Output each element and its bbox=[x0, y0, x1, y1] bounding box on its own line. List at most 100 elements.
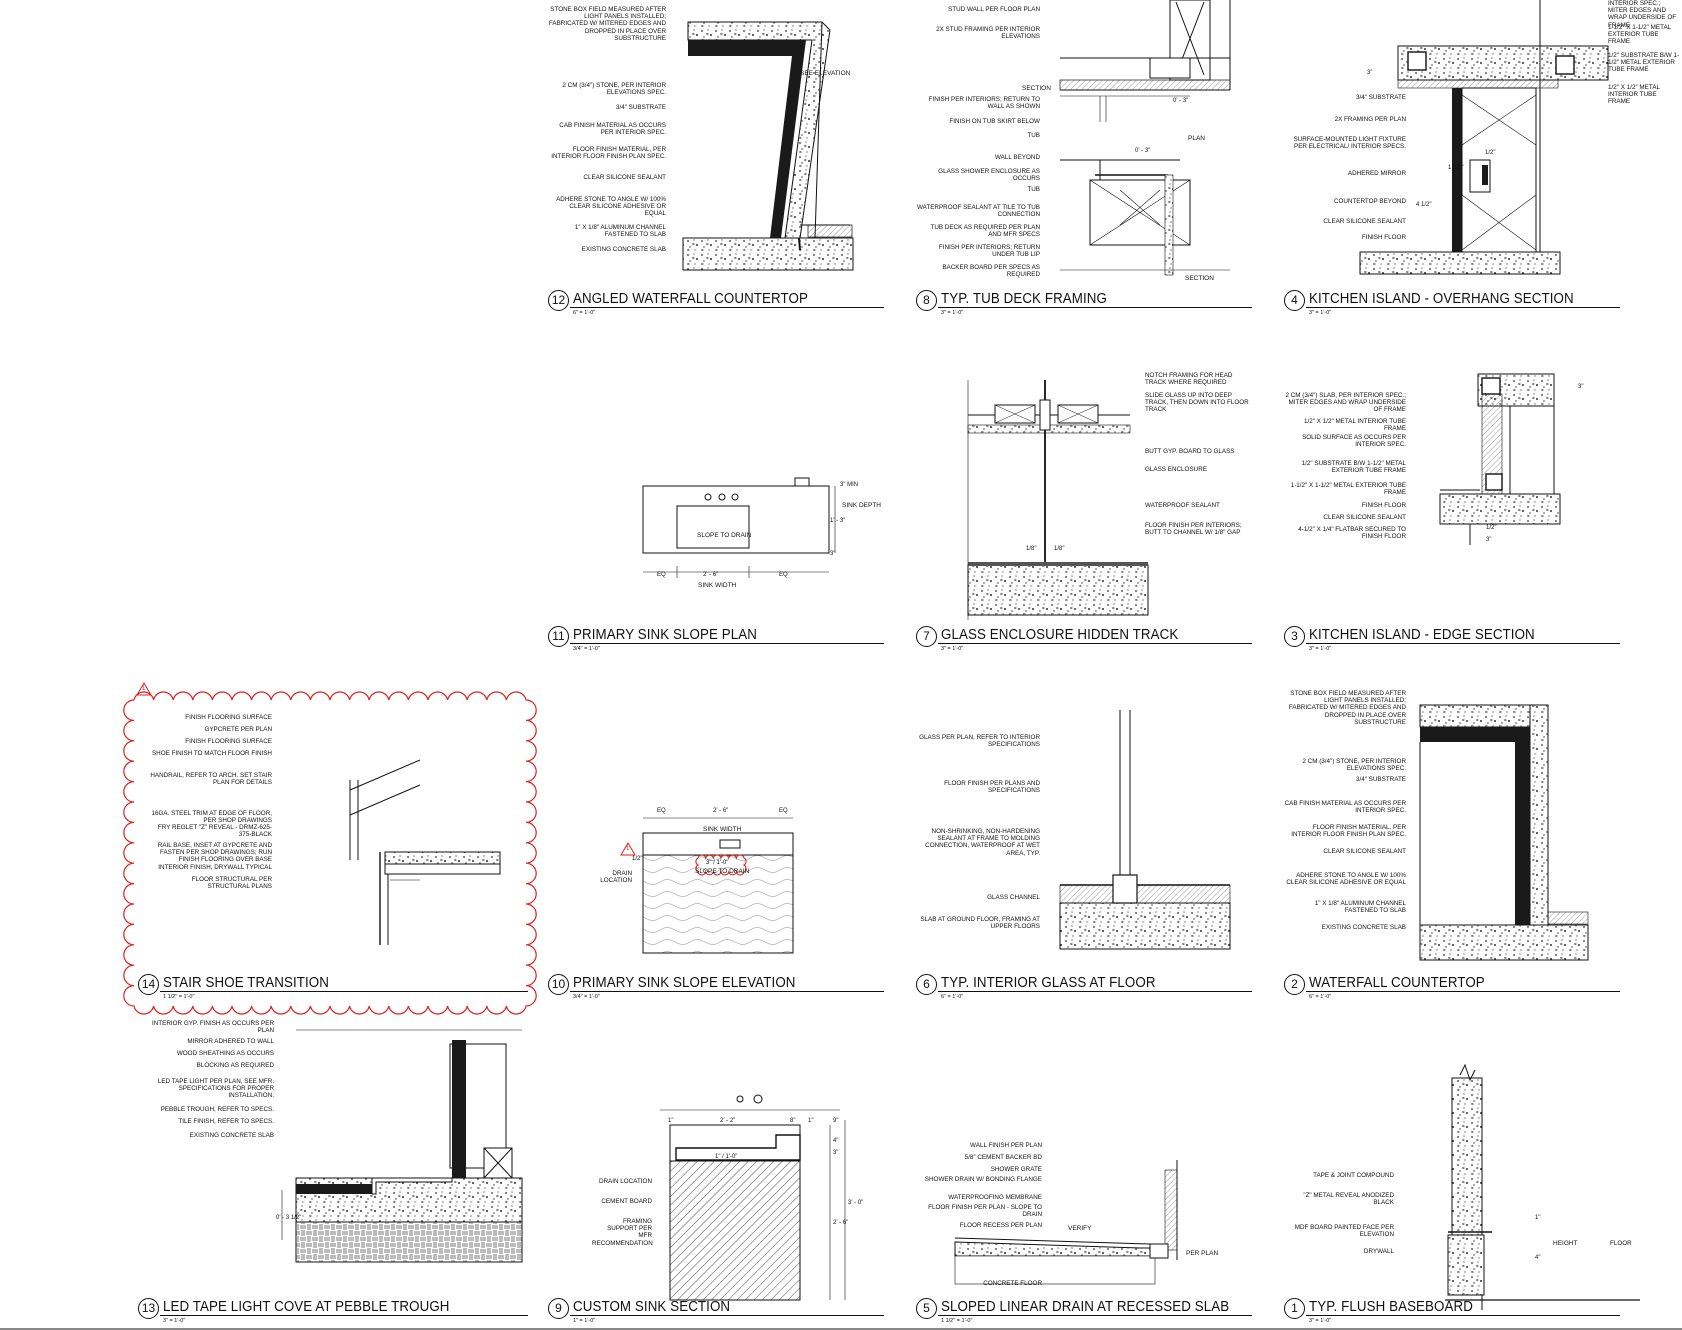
leader-note: FLOOR FINISH MATERIAL, PER INTERIOR FLOO… bbox=[1291, 824, 1406, 839]
dimension-label: 1" / 1'-0" bbox=[715, 1154, 738, 1160]
leader-note: PEBBLE TROUGH, REFER TO SPECS. bbox=[160, 1106, 274, 1113]
detail-number-bubble: 11 bbox=[548, 626, 569, 647]
dimension-label: 3" MIN bbox=[840, 482, 859, 488]
leader-note-right: SLIDE GLASS UP INTO DEEP TRACK, THEN DOW… bbox=[1145, 392, 1249, 414]
leader-note: 5/8" CEMENT BACKER BD bbox=[964, 1154, 1042, 1161]
leader-note-right: GLASS ENCLOSURE bbox=[1145, 466, 1207, 473]
leader-note: FLOOR FINISH PER PLANS AND SPECIFICATION… bbox=[944, 780, 1040, 795]
dimension-label: 1/2" bbox=[1486, 525, 1497, 531]
drawing-tag: HEIGHT bbox=[1553, 1240, 1578, 1247]
title-underline bbox=[1306, 1315, 1620, 1316]
leader-note: WALL BEYOND bbox=[994, 154, 1040, 161]
leader-note: CLEAR SILICONE SEALANT bbox=[1323, 218, 1406, 225]
leader-note: BLOCKING AS REQUIRED bbox=[196, 1062, 274, 1069]
detail-13-linework bbox=[281, 1029, 523, 1263]
detail-title[interactable]: GLASS ENCLOSURE HIDDEN TRACK bbox=[941, 627, 1179, 643]
detail-number-bubble: 1 bbox=[1284, 1298, 1305, 1319]
detail-title[interactable]: TYP. TUB DECK FRAMING bbox=[941, 291, 1108, 307]
dimension-label: 1/2" bbox=[1485, 150, 1496, 156]
title-underline bbox=[570, 643, 884, 644]
detail-title[interactable]: WATERFALL COUNTERTOP bbox=[1309, 975, 1485, 991]
leader-note: 2 CM (3/4") STONE, PER INTERIOR ELEVATIO… bbox=[562, 82, 666, 97]
detail-title[interactable]: ANGLED WATERFALL COUNTERTOP bbox=[573, 291, 809, 307]
drawing-tag: SINK WIDTH bbox=[698, 582, 737, 589]
leader-note: RAIL BASE, INSET AT GYPCRETE AND FASTEN … bbox=[157, 842, 272, 864]
leader-note: FRY REGLET "Z" REVEAL - DRMZ-625-375-BLA… bbox=[157, 824, 272, 839]
leader-note: 2X STUD FRAMING PER INTERIOR ELEVATIONS bbox=[936, 26, 1040, 41]
leader-note-right: BUTT GYP. BOARD TO GLASS bbox=[1145, 448, 1235, 455]
dimension-label: 2' - 6" bbox=[703, 572, 719, 578]
dimension-label: EQ bbox=[779, 572, 788, 578]
leader-note: FINISH FLOOR bbox=[1361, 234, 1406, 241]
detail-scale: 3" = 1'-0" bbox=[163, 1318, 186, 1324]
title-underline bbox=[570, 991, 884, 992]
detail-scale: 3" = 1'-0" bbox=[941, 646, 964, 652]
leader-note: LED TAPE LIGHT PER PLAN, SEE MFR. SPECIF… bbox=[157, 1078, 274, 1100]
detail-title[interactable]: KITCHEN ISLAND - OVERHANG SECTION bbox=[1309, 291, 1574, 307]
detail-title[interactable]: SLOPED LINEAR DRAIN AT RECESSED SLAB bbox=[941, 1299, 1230, 1315]
dimension-label: 2' - 6" bbox=[713, 808, 729, 814]
leader-note: FLOOR RECESS PER PLAN bbox=[959, 1222, 1042, 1229]
detail-14-linework bbox=[123, 691, 537, 1015]
leader-note: CAB FINISH MATERIAL AS OCCURS PER INTERI… bbox=[1284, 800, 1406, 815]
title-underline bbox=[938, 991, 1252, 992]
detail-number-bubble: 4 bbox=[1284, 290, 1305, 311]
dimension-label: 3" bbox=[830, 551, 836, 557]
leader-note: GLASS PER PLAN, REFER TO INTERIOR SPECIF… bbox=[919, 734, 1040, 749]
dimension-label: 3' - 0" bbox=[848, 1200, 864, 1206]
dimension-label: 9" bbox=[833, 1118, 839, 1124]
dimension-label: 2' - 6" bbox=[833, 1220, 849, 1226]
detail-title[interactable]: PRIMARY SINK SLOPE ELEVATION bbox=[573, 975, 796, 991]
detail-title[interactable]: LED TAPE LIGHT COVE AT PEBBLE TROUGH bbox=[163, 1299, 450, 1315]
leader-note: GLASS CHANNEL bbox=[987, 894, 1040, 901]
detail-number-bubble: 7 bbox=[916, 626, 937, 647]
leader-note: ADHERE STONE TO ANGLE W/ 100% CLEAR SILI… bbox=[556, 196, 666, 218]
leader-note: FINISH ON TUB SKIRT BELOW bbox=[949, 118, 1040, 125]
leader-note: TILE FINISH, REFER TO SPECS. bbox=[178, 1118, 274, 1125]
detail-title[interactable]: PRIMARY SINK SLOPE PLAN bbox=[573, 627, 758, 643]
leader-note: 2 CM (3/4") SLAB, PER INTERIOR SPEC.; MI… bbox=[1285, 392, 1406, 414]
leader-note: NON-SHRINKING, NON-HARDENING SEALANT AT … bbox=[925, 828, 1040, 857]
leader-note: 1-1/2" x 1-1/2" METAL EXTERIOR TUBE FRAM… bbox=[1290, 482, 1406, 497]
dimension-label: 8" bbox=[790, 1118, 796, 1124]
leader-note-right: 1/2" x 1/2" METAL INTERIOR TUBE FRAME bbox=[1608, 84, 1660, 106]
leader-note: 16GA. STEEL TRIM AT EDGE OF FLOOR, PER S… bbox=[151, 810, 273, 825]
leader-note: HANDRAIL, REFER TO ARCH. SET STAIR PLAN … bbox=[150, 772, 272, 787]
detail-title[interactable]: TYP. FLUSH BASEBOARD bbox=[1309, 1299, 1473, 1315]
detail-title[interactable]: TYP. INTERIOR GLASS AT FLOOR bbox=[941, 975, 1156, 991]
detail-title[interactable]: STAIR SHOE TRANSITION bbox=[163, 975, 329, 991]
dimension-label: 1" bbox=[668, 1118, 674, 1124]
leader-note: WATERPROOFING MEMBRANE bbox=[948, 1194, 1042, 1201]
revision-number: 1 bbox=[626, 846, 630, 852]
leader-note: MIRROR ADHERED TO WALL bbox=[187, 1038, 274, 1045]
leader-note-right: NOTCH FRAMING FOR HEAD TRACK WHERE REQUI… bbox=[1145, 372, 1233, 387]
leader-note: INTERIOR GYP. FINISH AS OCCURS PER PLAN bbox=[152, 1020, 274, 1035]
detail-number-bubble: 9 bbox=[548, 1298, 569, 1319]
detail-2-linework bbox=[1419, 704, 1589, 961]
leader-note: 1/2" SUBSTRATE B/W 1-1/2" METAL EXTERIOR… bbox=[1301, 460, 1406, 475]
leader-note: FRAMING SUPPORT PER MFR RECOMMENDATION bbox=[592, 1218, 653, 1247]
title-underline bbox=[938, 643, 1252, 644]
detail-number-bubble: 10 bbox=[548, 974, 569, 995]
detail-title[interactable]: CUSTOM SINK SECTION bbox=[573, 1299, 731, 1315]
detail-5-linework bbox=[954, 1160, 1178, 1285]
title-underline bbox=[160, 991, 528, 992]
drawing-tag: PLAN bbox=[1188, 135, 1205, 142]
dimension-label: 4 1/2" bbox=[1416, 202, 1432, 208]
leader-note-right: FLOOR FINISH PER INTERIORS; BUTT TO CHAN… bbox=[1145, 522, 1242, 537]
leader-note: COUNTERTOP BEYOND bbox=[1333, 198, 1406, 205]
detail-10-linework bbox=[642, 817, 794, 954]
leader-note: 2 CM (3/4") STONE, PER INTERIOR ELEVATIO… bbox=[1302, 758, 1406, 773]
dimension-label: 1" bbox=[1535, 1215, 1541, 1221]
detail-title[interactable]: KITCHEN ISLAND - EDGE SECTION bbox=[1309, 627, 1535, 643]
leader-note-right: 1-1/2" x 1-1/2" METAL EXTERIOR TUBE FRAM… bbox=[1608, 24, 1671, 46]
